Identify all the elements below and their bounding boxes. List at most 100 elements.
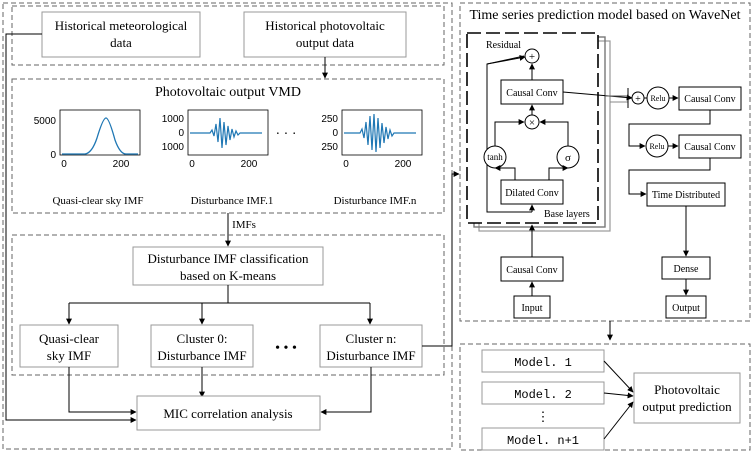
vmd-frame: [11, 78, 445, 214]
plot-disturbance-imf-n-axes: [341, 109, 423, 156]
plot-quasi-clear: 5000 0 0 200 Quasi-clear sky IMF: [34, 109, 144, 207]
output-box: [665, 295, 707, 319]
classification-frame: [11, 234, 445, 376]
dilated-conv-label: Dilated Conv: [505, 188, 559, 199]
cluster-n-label-1: Cluster n:: [346, 331, 397, 346]
top-data-frame: [11, 5, 445, 66]
output-label: Output: [672, 303, 700, 314]
plot-quasi-clear-ytick-5000: 5000: [34, 116, 57, 127]
vmd-title: Photovoltaic output VMD: [155, 85, 301, 100]
plot-disturbance-imf-1-axes: [187, 109, 269, 156]
mic-label: MIC correlation analysis: [163, 406, 292, 421]
historical-photovoltaic-label-1: Historical photovoltaic: [265, 18, 385, 33]
model-1-label: Model. 1: [514, 356, 572, 370]
connector-causal1-to-relu2: [628, 110, 711, 149]
plot-quasi-clear-curve: [62, 117, 138, 155]
connector-cluster-to-wavenet: [422, 171, 460, 347]
plot-disturbance-imf-n: 250 0 250 0 200 Disturbance IMF.n: [321, 109, 423, 207]
arrow-model1-to-prediction: [603, 360, 634, 393]
plot-disturbance-imf-1-label: Disturbance IMF.1: [191, 195, 274, 207]
plot-disturbance-imf-1-ytick-0: 0: [178, 128, 184, 139]
arrow-modeln1-to-prediction: [603, 401, 634, 440]
cluster-quasi-clear-label-1: Quasi-clear: [39, 331, 100, 346]
plot-disturbance-imf-n-ytick-0: 0: [332, 128, 338, 139]
historical-meteorological-label-1: Historical meteorological: [55, 18, 188, 33]
connector-cluster-n-to-mic: [320, 367, 372, 415]
gate-multiply-symbol: ×: [529, 117, 535, 129]
input-box: [513, 295, 551, 319]
cluster-0-box: [150, 324, 254, 368]
kmeans-box: [132, 246, 324, 286]
connector-causal2-to-timedist: [628, 158, 711, 197]
mic-box: [136, 395, 321, 431]
wavenet-title: Time series prediction model based on Wa…: [469, 8, 740, 23]
residual-label: Residual: [486, 40, 521, 51]
connector-cluster-qc-to-mic: [68, 367, 137, 415]
prediction-label-2: output prediction: [642, 399, 732, 414]
dilated-conv-box: [500, 179, 564, 205]
cluster-0-label-1: Cluster 0:: [177, 331, 228, 346]
model-n1-label: Model. n+1: [507, 434, 579, 448]
head-causal-conv-2-label: Causal Conv: [684, 142, 735, 153]
plot-quasi-clear-ytick-0: 0: [50, 150, 56, 161]
tanh-label: tanh: [487, 152, 503, 162]
prediction-label-1: Photovoltaic: [654, 382, 720, 397]
model-2-label: Model. 2: [514, 388, 572, 402]
sigmoid-label: σ: [565, 152, 571, 164]
outer-causal-conv-label: Causal Conv: [506, 265, 557, 276]
imfs-label: IMFs: [232, 219, 256, 231]
cluster-quasi-clear-label-2: sky IMF: [47, 348, 91, 363]
bottom-panel: Model. 1 Model. 2 ⋮ Model. n+1 Photovolt…: [459, 343, 751, 451]
right-panel: Time series prediction model based on Wa…: [459, 2, 751, 322]
plot-quasi-clear-label: Quasi-clear sky IMF: [52, 195, 143, 207]
outer-causal-conv-box: [500, 256, 564, 282]
plot-quasi-clear-axes: [59, 109, 141, 156]
plot-quasi-clear-xtick-0: 0: [61, 159, 67, 170]
relu-label-2: Relu: [649, 142, 664, 151]
plot-ellipsis: · · ·: [276, 127, 297, 142]
plot-disturbance-imf-n-xtick-200: 200: [395, 159, 412, 170]
wavenet-frame: [459, 2, 751, 322]
historical-meteorological-label-2: data: [110, 35, 132, 50]
plot-disturbance-imf-n-label: Disturbance IMF.n: [334, 195, 417, 207]
input-label: Input: [521, 303, 542, 314]
plot-disturbance-imf-1-ytick-bottom: 1000: [162, 142, 185, 153]
cluster-0-label-2: Disturbance IMF: [157, 348, 246, 363]
residual-add-symbol: +: [529, 51, 535, 63]
plot-disturbance-imf-n-xtick-0: 0: [343, 159, 349, 170]
plot-disturbance-imf-n-ytick-bottom: 250: [321, 142, 338, 153]
residual-skip-path: [486, 55, 532, 213]
plot-disturbance-imf-n-curve: [344, 113, 416, 153]
connector-dilated-to-sigmoid: [548, 165, 569, 180]
relu-label-1: Relu: [650, 94, 665, 103]
residual-skip-arrow: [486, 55, 526, 65]
historical-photovoltaic-label-2: output data: [296, 35, 354, 50]
plot-quasi-clear-xtick-200: 200: [113, 159, 130, 170]
models-vertical-ellipsis: ⋮: [537, 409, 550, 424]
plot-disturbance-imf-1: 1000 0 1000 0 200 Disturbance IMF.1: [162, 109, 274, 207]
cluster-n-box: [319, 324, 423, 368]
plot-disturbance-imf-1-curve: [190, 117, 262, 149]
left-panel: Historical meteorological data Historica…: [2, 2, 453, 450]
cluster-ellipsis: • • •: [275, 341, 297, 356]
plot-disturbance-imf-1-xtick-200: 200: [241, 159, 258, 170]
base-layers-label: Base layers: [544, 209, 590, 220]
skip-add-symbol: +: [635, 94, 641, 105]
connector-tanh-to-multiply: [494, 119, 525, 146]
kmeans-label-1: Disturbance IMF classification: [147, 251, 309, 266]
plot-disturbance-imf-1-xtick-0: 0: [189, 159, 195, 170]
connector-sigmoid-to-multiply: [539, 119, 569, 146]
prediction-box: [633, 372, 741, 424]
connector-dilated-to-tanh: [494, 165, 516, 180]
dense-label: Dense: [674, 264, 700, 275]
cluster-n-label-2: Disturbance IMF: [326, 348, 415, 363]
time-distributed-label: Time Distributed: [652, 190, 720, 201]
arrow-model2-to-prediction: [603, 392, 634, 399]
connector-meteorological-to-mic: [5, 33, 137, 423]
plot-disturbance-imf-1-ytick-top: 1000: [162, 114, 185, 125]
inner-causal-conv-label: Causal Conv: [506, 88, 557, 99]
kmeans-label-2: based on K-means: [180, 268, 276, 283]
skip-line-main: [562, 91, 633, 101]
historical-meteorological-box: [41, 11, 201, 58]
